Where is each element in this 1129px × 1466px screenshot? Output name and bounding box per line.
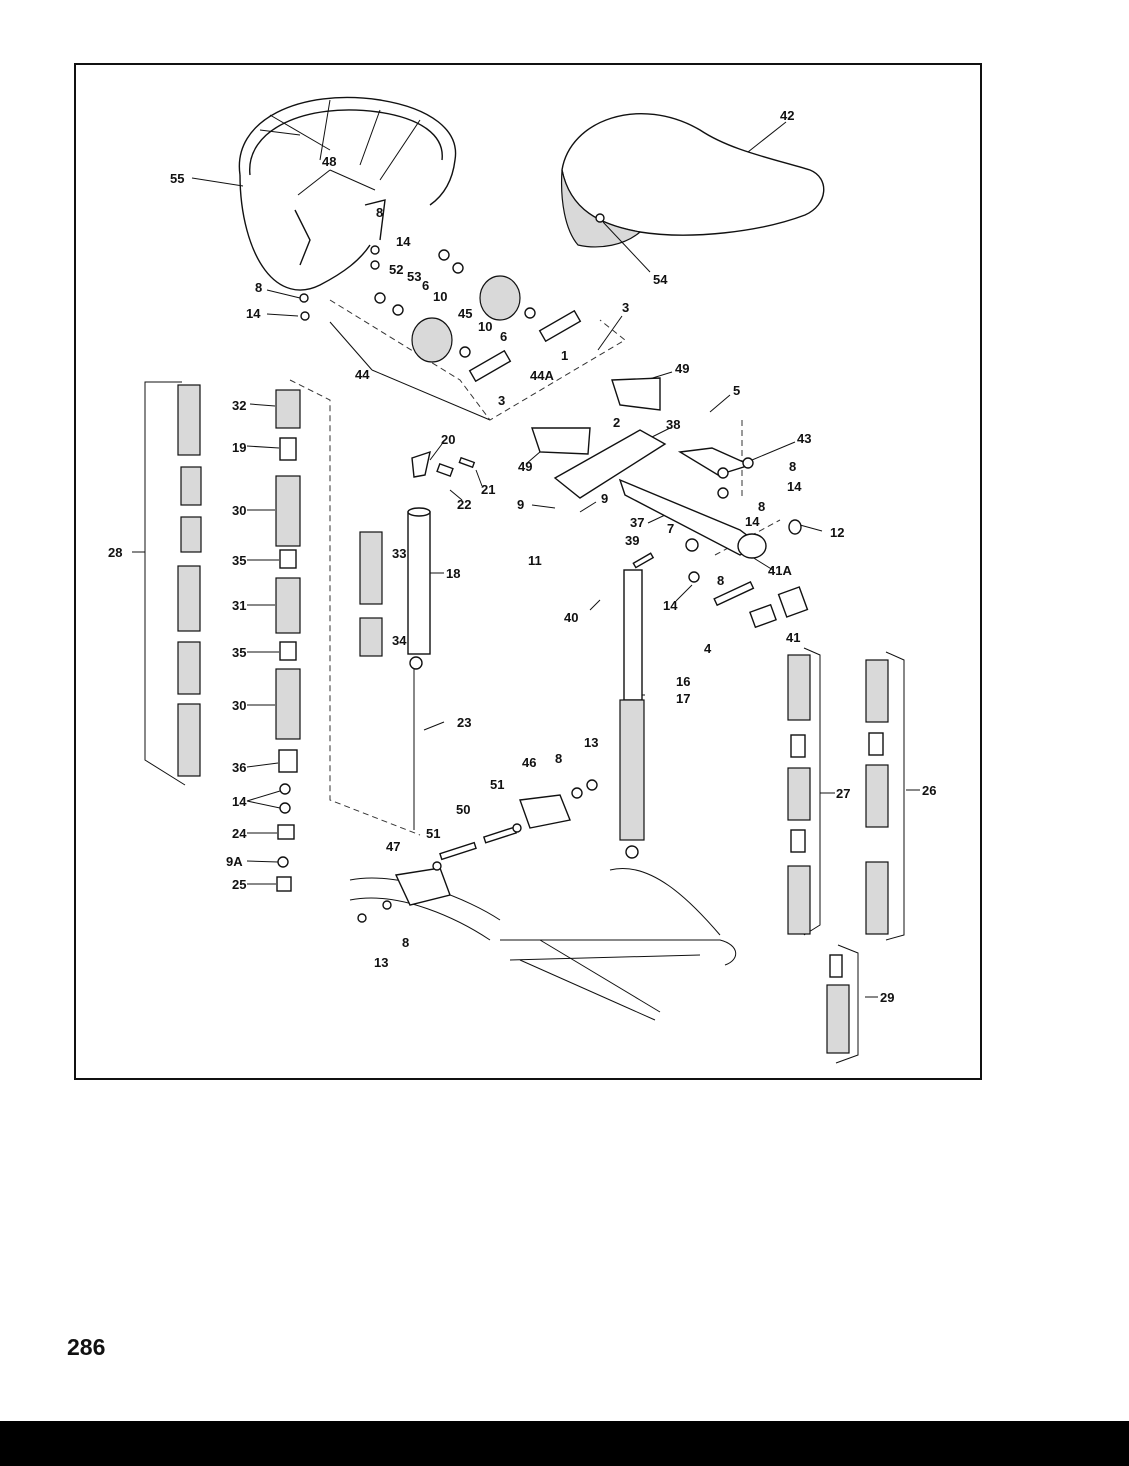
callout-52: 52 <box>389 262 403 277</box>
callout-51: 51 <box>490 777 504 792</box>
callout-22: 22 <box>457 497 471 512</box>
callout-10: 10 <box>478 319 492 334</box>
callout-49: 49 <box>675 361 689 376</box>
callout-43: 43 <box>797 431 811 446</box>
callout-30: 30 <box>232 503 246 518</box>
callout-31: 31 <box>232 598 246 613</box>
callout-9A: 9A <box>226 854 243 869</box>
callout-9: 9 <box>517 497 524 512</box>
seat-frame-part <box>238 96 457 291</box>
seat-cushion-part <box>560 113 825 248</box>
callout-46: 46 <box>522 755 536 770</box>
callout-54: 54 <box>653 272 668 287</box>
scan-bottom-edge <box>0 1421 1129 1466</box>
callout-14: 14 <box>246 306 261 321</box>
callout-3: 3 <box>622 300 629 315</box>
callout-17: 17 <box>676 691 690 706</box>
lower-frame <box>349 779 737 1021</box>
callout-8: 8 <box>789 459 796 474</box>
callout-16: 16 <box>676 674 690 689</box>
callout-6: 6 <box>422 278 429 293</box>
callout-41A: 41A <box>768 563 792 578</box>
callout-9: 9 <box>601 491 608 506</box>
callout-50: 50 <box>456 802 470 817</box>
callout-36: 36 <box>232 760 246 775</box>
callout-14: 14 <box>745 514 760 529</box>
callout-35: 35 <box>232 553 246 568</box>
callout-11: 11 <box>528 553 542 568</box>
callout-18: 18 <box>446 566 460 581</box>
callout-27: 27 <box>836 786 850 801</box>
callout-49: 49 <box>518 459 532 474</box>
callout-34: 34 <box>392 633 407 648</box>
diagram-frame <box>74 63 982 1080</box>
callout-13: 13 <box>584 735 598 750</box>
callout-1: 1 <box>561 348 568 363</box>
page-number: 286 <box>67 1334 106 1360</box>
callout-8: 8 <box>555 751 562 766</box>
spring-set-28 <box>132 381 202 786</box>
callout-33: 33 <box>392 546 406 561</box>
callout-5: 5 <box>733 383 740 398</box>
callout-55: 55 <box>170 171 184 186</box>
callout-14: 14 <box>232 794 247 809</box>
callout-40: 40 <box>564 610 578 625</box>
shock-absorber <box>619 552 655 859</box>
callout-41: 41 <box>786 630 800 645</box>
callout-29: 29 <box>880 990 894 1005</box>
callout-48: 48 <box>322 154 336 169</box>
spring-assembly-44 <box>299 245 582 383</box>
callout-10: 10 <box>433 289 447 304</box>
callout-25: 25 <box>232 877 246 892</box>
callout-13: 13 <box>374 955 388 970</box>
callout-53: 53 <box>407 269 421 284</box>
callout-6: 6 <box>500 329 507 344</box>
callout-8: 8 <box>402 935 409 950</box>
callout-39: 39 <box>625 533 639 548</box>
callout-20: 20 <box>441 432 455 447</box>
callout-4: 4 <box>704 641 712 656</box>
callout-23: 23 <box>457 715 471 730</box>
callout-38: 38 <box>666 417 680 432</box>
callout-12: 12 <box>830 525 844 540</box>
center-parts <box>359 450 476 830</box>
callout-35: 35 <box>232 645 246 660</box>
callout-3: 3 <box>498 393 505 408</box>
callout-8: 8 <box>717 573 724 588</box>
spring-sets-right <box>787 647 905 1064</box>
callout-32: 32 <box>232 398 246 413</box>
callout-14: 14 <box>787 479 802 494</box>
callout-45: 45 <box>458 306 472 321</box>
callout-26: 26 <box>922 783 936 798</box>
callout-30: 30 <box>232 698 246 713</box>
callout-14: 14 <box>663 598 678 613</box>
callout-51: 51 <box>426 826 440 841</box>
callout-8: 8 <box>255 280 262 295</box>
spring-stack-center-left <box>246 389 301 892</box>
callout-42: 42 <box>780 108 794 123</box>
callout-19: 19 <box>232 440 246 455</box>
callout-2: 2 <box>613 415 620 430</box>
callout-44: 44 <box>355 367 370 382</box>
callout-24: 24 <box>232 826 247 841</box>
callout-47: 47 <box>386 839 400 854</box>
callout-37: 37 <box>630 515 644 530</box>
callout-21: 21 <box>481 482 495 497</box>
callout-14: 14 <box>396 234 411 249</box>
mounting-brackets <box>531 377 809 629</box>
callout-44A: 44A <box>530 368 554 383</box>
part-number-labels: 55 48 42 8 14 52 53 6 10 8 14 54 45 10 6… <box>108 108 936 1005</box>
callout-8: 8 <box>376 205 383 220</box>
callout-28: 28 <box>108 545 122 560</box>
leader-lines <box>191 121 920 998</box>
callout-7: 7 <box>667 521 674 536</box>
callout-8: 8 <box>758 499 765 514</box>
